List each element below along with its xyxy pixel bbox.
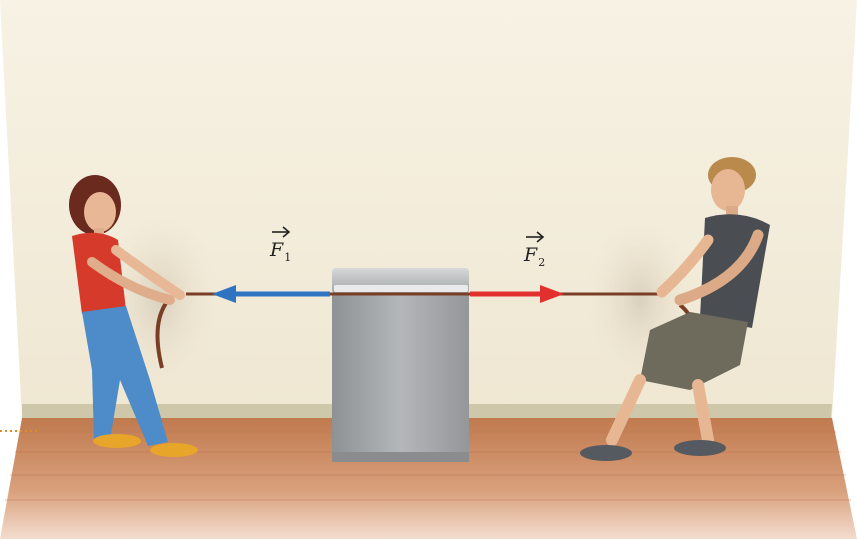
box bbox=[332, 268, 469, 462]
force-symbol: F bbox=[270, 239, 283, 261]
vector-arrow-icon bbox=[270, 226, 292, 238]
force-symbol: F bbox=[524, 244, 537, 266]
force-label-f2: F2 bbox=[524, 246, 545, 268]
force-subscript: 1 bbox=[284, 251, 291, 264]
force-label-f1: F1 bbox=[270, 241, 291, 263]
force-subscript: 2 bbox=[538, 256, 545, 269]
vector-arrow-icon bbox=[524, 231, 546, 243]
